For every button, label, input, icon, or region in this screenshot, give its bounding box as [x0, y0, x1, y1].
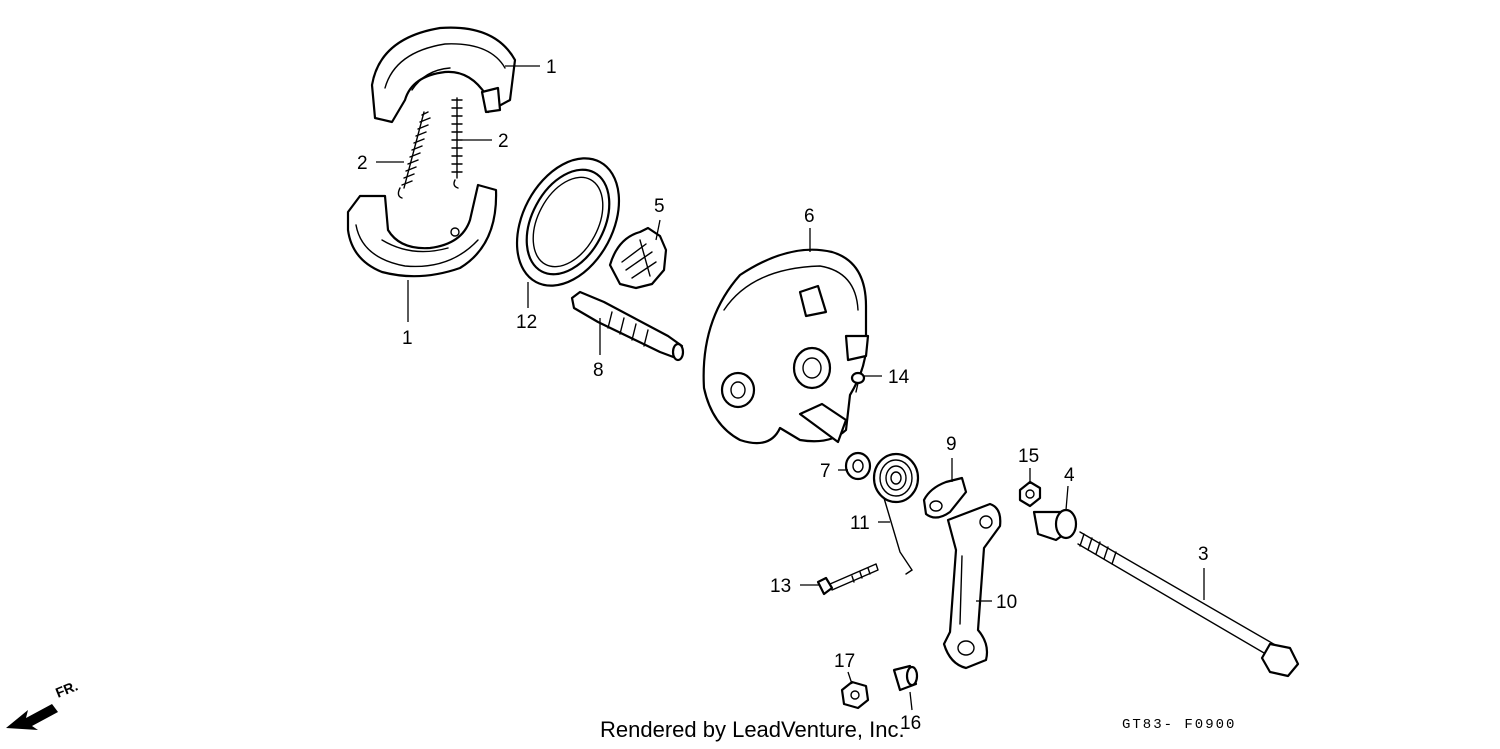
joint-pin[interactable]: [892, 664, 919, 692]
brake-arm[interactable]: [942, 502, 1002, 670]
brake-shoe-lower[interactable]: [346, 183, 498, 278]
callout-8: 8: [593, 360, 604, 381]
callout-1-lower: 1: [402, 328, 413, 349]
callout-labels: 1 2 2 1 12 5 6 8 14 7 9 11 13 10 15 4 3 …: [357, 57, 1209, 672]
brake-panel[interactable]: [702, 248, 870, 445]
callout-12: 12: [516, 312, 537, 333]
oil-seal[interactable]: [496, 141, 639, 303]
callout-9: 9: [946, 434, 957, 455]
brake-shoe-upper[interactable]: [370, 26, 517, 124]
brake-spring-left[interactable]: [397, 111, 431, 199]
callout-13: 13: [770, 576, 791, 597]
torsion-spring[interactable]: [872, 452, 920, 575]
axle-nut[interactable]: [1018, 480, 1042, 508]
callout-6: 6: [804, 206, 815, 227]
arm-bolt[interactable]: [816, 563, 879, 596]
axle[interactable]: [1077, 531, 1300, 678]
callout-7: 7: [820, 461, 831, 482]
diagram-code: GT83- F0900: [1122, 717, 1236, 733]
arm-nut[interactable]: [840, 680, 870, 710]
callout-15: 15: [1018, 446, 1039, 467]
callout-3: 3: [1198, 544, 1209, 565]
small-bolt[interactable]: [850, 371, 866, 393]
front-direction-arrow-icon: FR.: [6, 677, 80, 730]
callout-1-upper: 1: [546, 57, 557, 78]
axle-collar[interactable]: [1032, 508, 1078, 542]
washer[interactable]: [844, 451, 872, 481]
indicator-plate[interactable]: [922, 476, 968, 519]
brake-spring-right[interactable]: [451, 97, 463, 189]
callout-17: 17: [834, 651, 855, 672]
leader-lines: [376, 65, 1205, 711]
direction-label: FR.: [53, 677, 80, 700]
callout-11: 11: [850, 513, 870, 534]
camshaft[interactable]: [570, 290, 685, 362]
callout-16: 16: [900, 713, 921, 734]
callout-10: 10: [996, 592, 1017, 613]
callout-2-right: 2: [498, 131, 509, 152]
callout-2-left: 2: [357, 153, 368, 174]
callout-14: 14: [888, 367, 910, 388]
callout-5: 5: [654, 196, 665, 217]
callout-4: 4: [1064, 465, 1075, 486]
gear[interactable]: [608, 226, 668, 290]
render-credit: Rendered by LeadVenture, Inc.: [600, 717, 905, 742]
